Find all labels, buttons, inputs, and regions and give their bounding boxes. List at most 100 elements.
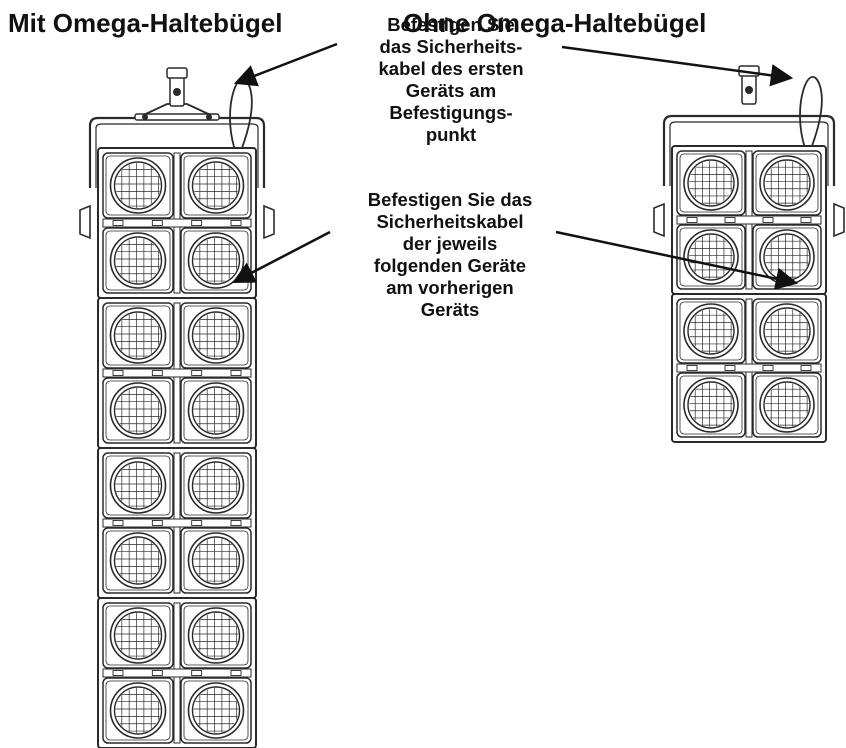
- lens-outer-ring: [187, 532, 245, 589]
- lens-cell: [102, 302, 174, 369]
- lens-ring: [191, 311, 241, 360]
- lens-outer-ring: [109, 232, 167, 289]
- unit-middle-rail: [102, 218, 252, 228]
- lens-ring: [191, 461, 241, 510]
- lens-outer-ring: [109, 307, 167, 364]
- lens-cell-inner: [679, 375, 743, 435]
- lens-outer-ring: [187, 307, 245, 364]
- safety-cable: [799, 76, 823, 152]
- lens-outer-ring: [109, 457, 167, 514]
- lens-cell: [102, 227, 174, 294]
- lens-outer-ring: [187, 607, 245, 664]
- lens-ring: [113, 311, 163, 360]
- arrow-following-units-right: [555, 230, 799, 290]
- hanging-yoke-inner: [669, 121, 829, 186]
- lens: [683, 303, 739, 359]
- lens-outer-ring: [683, 303, 739, 359]
- lens-cell: [180, 152, 252, 219]
- lens-outer-ring: [109, 607, 167, 664]
- lens-cell-inner: [755, 153, 819, 213]
- lens-ring: [191, 236, 241, 285]
- lens: [187, 382, 245, 439]
- lens: [109, 307, 167, 364]
- lens-ring: [191, 536, 241, 585]
- lens-cell: [102, 677, 174, 744]
- lens-cell-inner: [105, 155, 171, 216]
- lens: [109, 382, 167, 439]
- lens-cell-inner: [183, 305, 249, 366]
- lens: [109, 682, 167, 739]
- lens-outer-ring: [759, 303, 815, 359]
- lens-cell: [102, 602, 174, 669]
- unit-middle-rail: [676, 363, 822, 373]
- fixture-unit: [97, 447, 257, 599]
- unit-latch: [151, 370, 163, 376]
- lens-cell-inner: [105, 530, 171, 591]
- callout-first-unit-line: punkt: [425, 124, 477, 145]
- lens-cell-inner: [105, 305, 171, 366]
- callout-first-unit-line: Geräts am: [405, 80, 497, 101]
- unit-middle-rail: [676, 215, 822, 225]
- lens: [683, 155, 739, 211]
- lens-ring: [113, 461, 163, 510]
- unit-latch: [191, 220, 203, 226]
- unit-latch: [762, 365, 774, 371]
- safety-cable: [229, 78, 253, 154]
- lens-cell-inner: [679, 153, 743, 213]
- lens-cell: [102, 452, 174, 519]
- clamp-knob: [745, 86, 753, 94]
- lens-cell-inner: [105, 230, 171, 291]
- lens-grid: [193, 613, 239, 658]
- fixture-unit: [671, 145, 827, 295]
- lens-cell: [752, 150, 822, 216]
- lens: [683, 229, 739, 285]
- lens: [109, 532, 167, 589]
- lens-cell-inner: [105, 455, 171, 516]
- callout-first-unit: Befestigen Sie das Sicherheits- kabel de…: [326, 14, 576, 146]
- unit-latch: [191, 520, 203, 526]
- lens-cell-inner: [183, 380, 249, 441]
- stack-without-bracket: [653, 65, 845, 443]
- lens-cell-inner: [679, 301, 743, 361]
- lens-ring: [113, 161, 163, 210]
- lens: [187, 532, 245, 589]
- side-knob-left: [79, 204, 91, 240]
- unit-latch: [191, 370, 203, 376]
- callout-following-units-line: Befestigen Sie das: [367, 189, 533, 210]
- callout-first-unit-line: kabel des ersten: [378, 58, 524, 79]
- side-knob-right: [833, 202, 845, 238]
- fixture-unit: [97, 147, 257, 299]
- hanging-yoke-inner: [95, 123, 259, 188]
- lens-ring: [687, 159, 735, 207]
- unit-latch: [762, 217, 774, 223]
- unit-latch: [151, 670, 163, 676]
- lens: [187, 607, 245, 664]
- lens-outer-ring: [187, 682, 245, 739]
- lens: [187, 682, 245, 739]
- lens-cell: [102, 377, 174, 444]
- side-knob-right: [263, 204, 275, 240]
- unit-latch: [724, 365, 736, 371]
- unit-middle-rail: [102, 668, 252, 678]
- lens-cell: [180, 602, 252, 669]
- lens-cell-inner: [183, 455, 249, 516]
- fixture-unit: [97, 297, 257, 449]
- lens-cell: [180, 677, 252, 744]
- unit-latch: [151, 220, 163, 226]
- callout-following-units-line: am vorherigen: [386, 277, 514, 298]
- lens-ring: [191, 161, 241, 210]
- arrow-first-unit-right: [561, 45, 794, 87]
- lens-cell: [180, 527, 252, 594]
- lens: [187, 307, 245, 364]
- lens-grid: [193, 163, 239, 208]
- lens: [109, 157, 167, 214]
- lens-cell-inner: [755, 375, 819, 435]
- title-with-bracket: Mit Omega-Haltebügel: [8, 8, 283, 38]
- lens-outer-ring: [683, 155, 739, 211]
- unit-latch: [112, 370, 124, 376]
- lens-ring: [191, 686, 241, 735]
- clamp-knob: [173, 88, 181, 96]
- lens-cell: [752, 224, 822, 290]
- lens-ring: [113, 611, 163, 660]
- lens-outer-ring: [187, 457, 245, 514]
